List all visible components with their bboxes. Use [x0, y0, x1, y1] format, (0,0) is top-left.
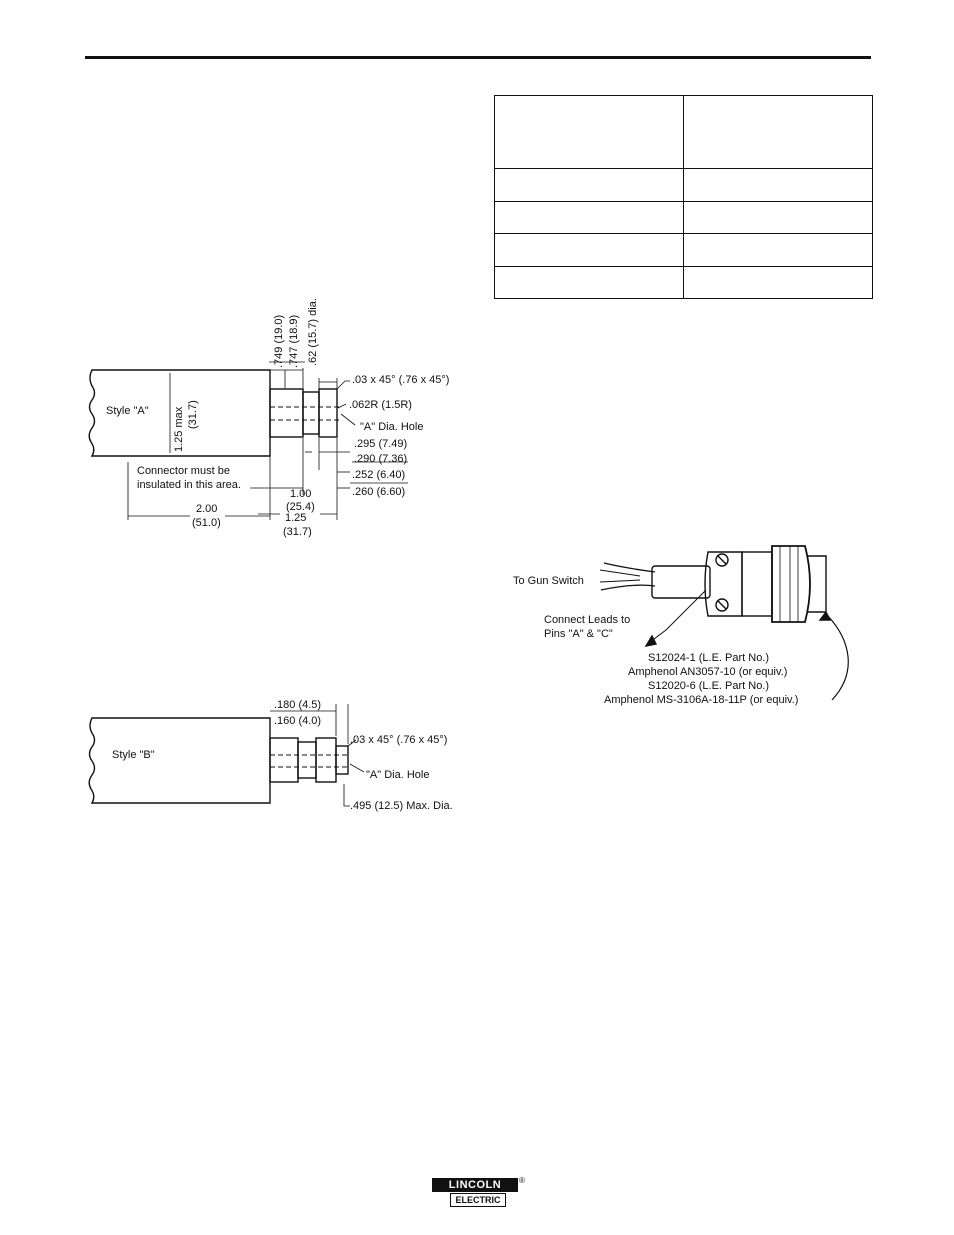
dim-747: .747 (18.9) [288, 315, 300, 368]
dim-100: 1.00 [290, 488, 311, 500]
radius-dim: .062R (1.5R) [349, 399, 412, 411]
hole-label-a: "A" Dia. Hole [360, 421, 423, 433]
dim-295: .295 (7.49) [354, 438, 407, 450]
insulate-note-2: insulated in this area. [137, 479, 241, 491]
dim-260: .260 (6.60) [352, 486, 405, 498]
dim-252: .252 (6.40) [352, 469, 405, 481]
table-cell [494, 265, 684, 299]
logo-top: LINCOLN [432, 1178, 518, 1192]
table-cell [494, 233, 684, 267]
table-cell [683, 265, 873, 299]
dim-100-mm: (25.4) [286, 501, 315, 513]
part-line-1: S12024-1 (L.E. Part No.) [648, 652, 769, 664]
table-row [494, 233, 873, 267]
dim-125-mm: (31.7) [283, 526, 312, 538]
dim-160: .160 (4.0) [274, 715, 321, 727]
table-header-row [494, 95, 873, 169]
connector-drawing [599, 545, 849, 701]
table-cell [683, 233, 873, 267]
chamfer-a: .03 x 45° (.76 x 45°) [352, 374, 449, 386]
table-cell [683, 95, 873, 169]
style-b-drawing [88, 704, 365, 807]
dim-125-max: 1.25 max [173, 406, 185, 452]
header-rule [85, 56, 871, 59]
dim-495: .495 (12.5) Max. Dia. [350, 800, 453, 812]
dim-200-mm: (51.0) [192, 517, 221, 529]
table-cell [683, 168, 873, 202]
lincoln-electric-logo: LINCOLN ELECTRIC ® [432, 1176, 525, 1208]
dim-749: .749 (19.0) [273, 315, 285, 368]
connect-leads-1: Connect Leads to [544, 614, 630, 626]
table-cell [494, 200, 684, 234]
gun-switch-label: To Gun Switch [513, 575, 584, 587]
insulate-note-1: Connector must be [137, 465, 230, 477]
dim-125-max-mm: (31.7) [187, 400, 199, 429]
connect-leads-2: Pins "A" & "C" [544, 628, 613, 640]
dim-200: 2.00 [196, 503, 217, 515]
table-row [494, 168, 873, 202]
style-b-label: Style "B" [112, 749, 155, 761]
part-line-3: S12020-6 (L.E. Part No.) [648, 680, 769, 692]
part-line-2: Amphenol AN3057-10 (or equiv.) [628, 666, 787, 678]
style-a-drawing [88, 361, 408, 520]
style-a-label: Style "A" [106, 405, 149, 417]
dim-180: .180 (4.5) [274, 699, 321, 711]
dim-62: .62 (15.7) dia. [307, 298, 319, 366]
logo-reg: ® [519, 1176, 525, 1185]
table-row [494, 265, 873, 299]
spec-table [494, 95, 873, 299]
dim-290: .290 (7.36) [354, 453, 407, 465]
hole-label-b: "A" Dia. Hole [366, 769, 429, 781]
dim-125: 1.25 [285, 512, 306, 524]
part-line-4: Amphenol MS-3106A-18-11P (or equiv.) [604, 694, 798, 706]
logo-bottom: ELECTRIC [450, 1193, 506, 1207]
table-cell [494, 95, 684, 169]
chamfer-b: .03 x 45° (.76 x 45°) [350, 734, 447, 746]
